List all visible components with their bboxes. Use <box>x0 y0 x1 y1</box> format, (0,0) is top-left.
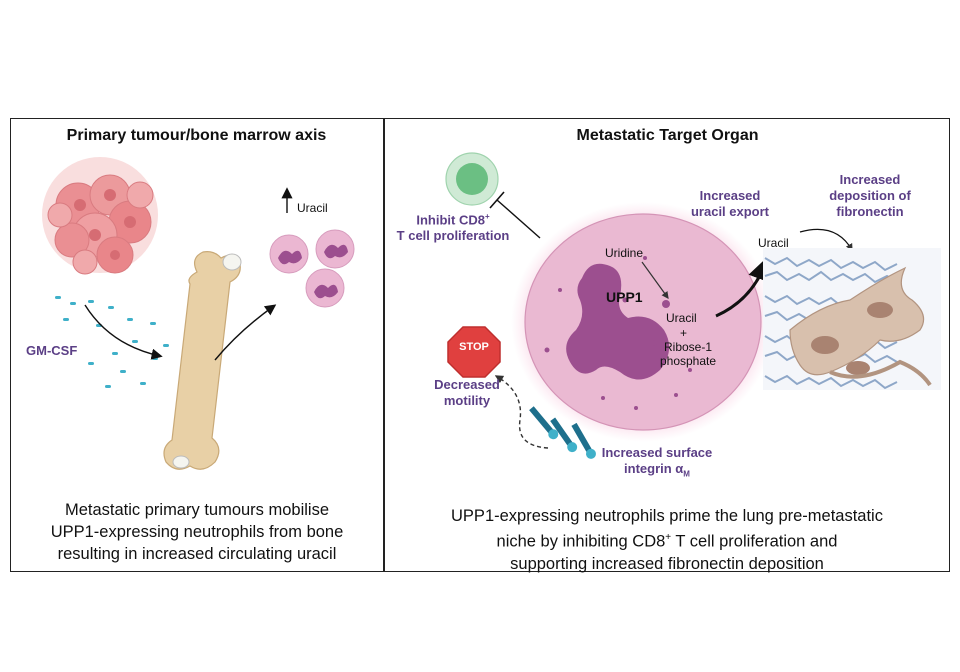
left-caption-line-3: resulting in increased circulating uraci… <box>57 545 337 563</box>
uracil-export-line-1: Increased <box>699 188 761 203</box>
gm-csf-particles <box>55 296 169 388</box>
integrin-icons <box>529 406 596 459</box>
right-caption: UPP1-expressing neutrophils prime the lu… <box>388 505 946 575</box>
ribose-line-2: phosphate <box>659 354 717 368</box>
inhibit-cd8-line-1: Inhibit CD8 <box>416 212 485 228</box>
stop-sign-icon <box>447 326 501 378</box>
bone-icon <box>163 251 242 470</box>
upp1-label: UPP1 <box>606 289 643 305</box>
motility-line-1: Decreased <box>434 377 500 392</box>
tumour-cluster <box>42 157 158 275</box>
inhibit-cd8-line-2: T cell proliferation <box>396 228 510 244</box>
neutrophil-cluster-left <box>269 229 355 308</box>
right-panel-title: Metastatic Target Organ <box>576 127 759 144</box>
fibronectin-line-1: Increased <box>839 172 901 187</box>
integrin-line-1: Increased surface <box>601 445 713 460</box>
uracil-label-left: Uracil <box>297 201 328 215</box>
integrin-line-2: integrin α <box>624 461 684 476</box>
uridine-label: Uridine <box>605 246 644 260</box>
stop-sign-text: STOP <box>459 341 489 353</box>
integrin-subscript: M <box>683 469 690 479</box>
gm-csf-label: GM-CSF <box>26 343 78 358</box>
inhibition-symbol <box>489 191 541 239</box>
right-caption-line-1: UPP1-expressing neutrophils prime the lu… <box>451 507 883 525</box>
uracil-to-fibronectin-arrow <box>799 228 853 252</box>
right-caption-superscript: + <box>665 532 672 543</box>
upp1-neutrophil <box>511 202 775 442</box>
fibronectin-matrix <box>763 248 941 390</box>
uridine-to-uracil-arrow <box>641 261 669 299</box>
left-caption-line-2: UPP1-expressing neutrophils from bone <box>50 523 344 541</box>
uracil-outer-label: Uracil <box>758 236 789 250</box>
right-caption-line-3: supporting increased fibronectin deposit… <box>510 554 824 573</box>
figure-frame <box>10 118 950 572</box>
left-caption-line-1: Metastatic primary tumours mobilise <box>64 501 330 519</box>
inhibit-cd8-label: Inhibit CD8+ T cell proliferation <box>384 209 522 244</box>
right-caption-line-2a: niche by inhibiting CD8 <box>496 532 666 551</box>
integrin-label: Increased surface integrin αM <box>592 445 722 483</box>
fibronectin-label: Increased deposition of fibronectin <box>820 172 920 220</box>
left-panel-title: Primary tumour/bone marrow axis <box>66 127 327 144</box>
uracil-export-label: Increased uracil export <box>680 188 780 220</box>
fibronectin-line-3: fibronectin <box>836 204 904 219</box>
gm-csf-arrow <box>84 304 163 360</box>
right-caption-line-2b: T cell proliferation and <box>671 532 838 551</box>
fibronectin-line-2: deposition of <box>829 188 911 203</box>
bone-to-neutrophil-arrow <box>214 304 277 361</box>
ribose-line-1: Ribose-1 <box>663 340 713 354</box>
uracil-export-line-2: uracil export <box>690 204 770 219</box>
motility-arrow <box>494 375 549 449</box>
inhibit-cd8-superscript: + <box>484 212 490 221</box>
t-cell-icon <box>445 152 499 206</box>
motility-line-2: motility <box>443 393 491 408</box>
uracil-inner-label: Uracil <box>666 311 697 325</box>
panel-divider <box>383 118 385 572</box>
plus-label: + <box>680 326 688 340</box>
left-caption: Metastatic primary tumours mobilise UPP1… <box>14 499 380 565</box>
motility-label: Decreased motility <box>420 377 514 409</box>
ribose-label: Ribose-1 phosphate <box>655 340 721 368</box>
